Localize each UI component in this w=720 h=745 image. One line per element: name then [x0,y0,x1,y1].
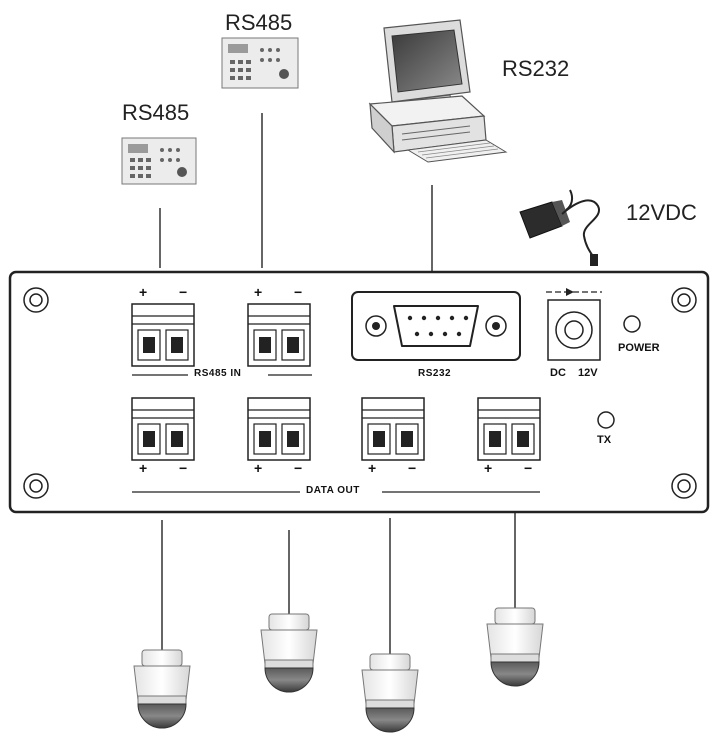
minus-sign: − [179,460,188,476]
minus-sign: − [408,460,417,476]
12v-label: 12V [578,367,598,379]
db9-connector [351,291,521,361]
terminal-block [477,397,541,461]
speed-dome-camera-icon [133,649,191,729]
desktop-computer-icon [368,19,508,163]
plus-sign: + [368,460,377,476]
controller-keyboard-icon [121,137,197,185]
speed-dome-camera-icon [260,613,318,693]
tx-led-label: TX [597,434,612,446]
rs232-port-label: RS232 [414,368,456,379]
terminal-block [247,397,311,461]
plus-sign: + [254,284,263,300]
data-out-label: DATA OUT [302,485,364,496]
minus-sign: − [524,460,533,476]
speed-dome-camera-icon [486,607,544,687]
speed-dome-camera-icon [361,653,419,733]
power-adapter-icon [519,189,601,266]
plus-sign: + [139,460,148,476]
power-supply-label: 12VDC [626,200,697,225]
plus-sign: + [139,284,148,300]
plus-sign: + [484,460,493,476]
rs485-left-label: RS485 [122,100,190,125]
power-led [623,315,641,333]
terminal-block [247,303,311,367]
rs232-label: RS232 [502,56,570,81]
controller-keyboard-icon [221,37,299,89]
minus-sign: − [294,284,303,300]
terminal-block [131,303,195,367]
minus-sign: − [179,284,188,300]
dc-power-jack [546,288,602,361]
power-led-label: POWER [618,342,660,354]
rs485-top-label: RS485 [225,10,293,35]
minus-sign: − [294,460,303,476]
tx-led [597,411,615,429]
dc-label: DC [550,367,566,379]
terminal-block [131,397,195,461]
plus-sign: + [254,460,263,476]
rs485-in-label: RS485 IN [190,368,246,379]
terminal-block [361,397,425,461]
